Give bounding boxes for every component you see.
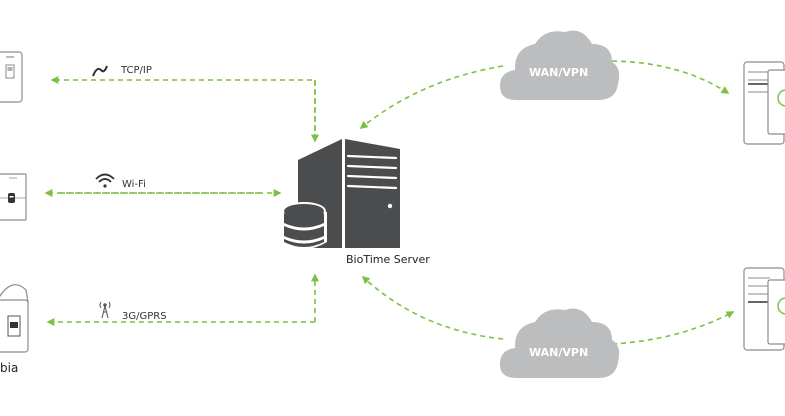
link-tcpip: TCP/IP [50,65,319,143]
terminal-top [743,61,785,145]
link-cloud-bottom-terminal [611,311,735,345]
link-label-tcpip: TCP/IP [120,65,152,76]
link-server-cloud-top [359,65,504,130]
link-wifi: Wi-Fi [44,173,282,197]
link-server-cloud-bottom [361,275,504,340]
link-cloud-top-terminal [611,60,730,94]
cloud-bottom: WAN/VPN [500,308,620,378]
server-label: BioTime Server [346,253,430,266]
antenna-icon [99,301,111,319]
link-gprs: 3G/GPRS [46,273,319,326]
cloud-top-label: WAN/VPN [529,66,588,79]
cloud-top: WAN/VPN [500,30,620,100]
wifi-icon [95,173,115,188]
terminal-bottom [743,267,785,351]
device-1 [0,51,23,103]
device-3-label: bia [0,361,18,375]
link-label-wifi: Wi-Fi [122,179,146,190]
device-2 [0,173,27,221]
device-3: bia [0,284,29,375]
link-label-gprs: 3G/GPRS [122,311,167,322]
cloud-bottom-label: WAN/VPN [529,346,588,359]
server-database-icon: BioTime Server [281,139,430,266]
cable-icon [92,65,108,77]
